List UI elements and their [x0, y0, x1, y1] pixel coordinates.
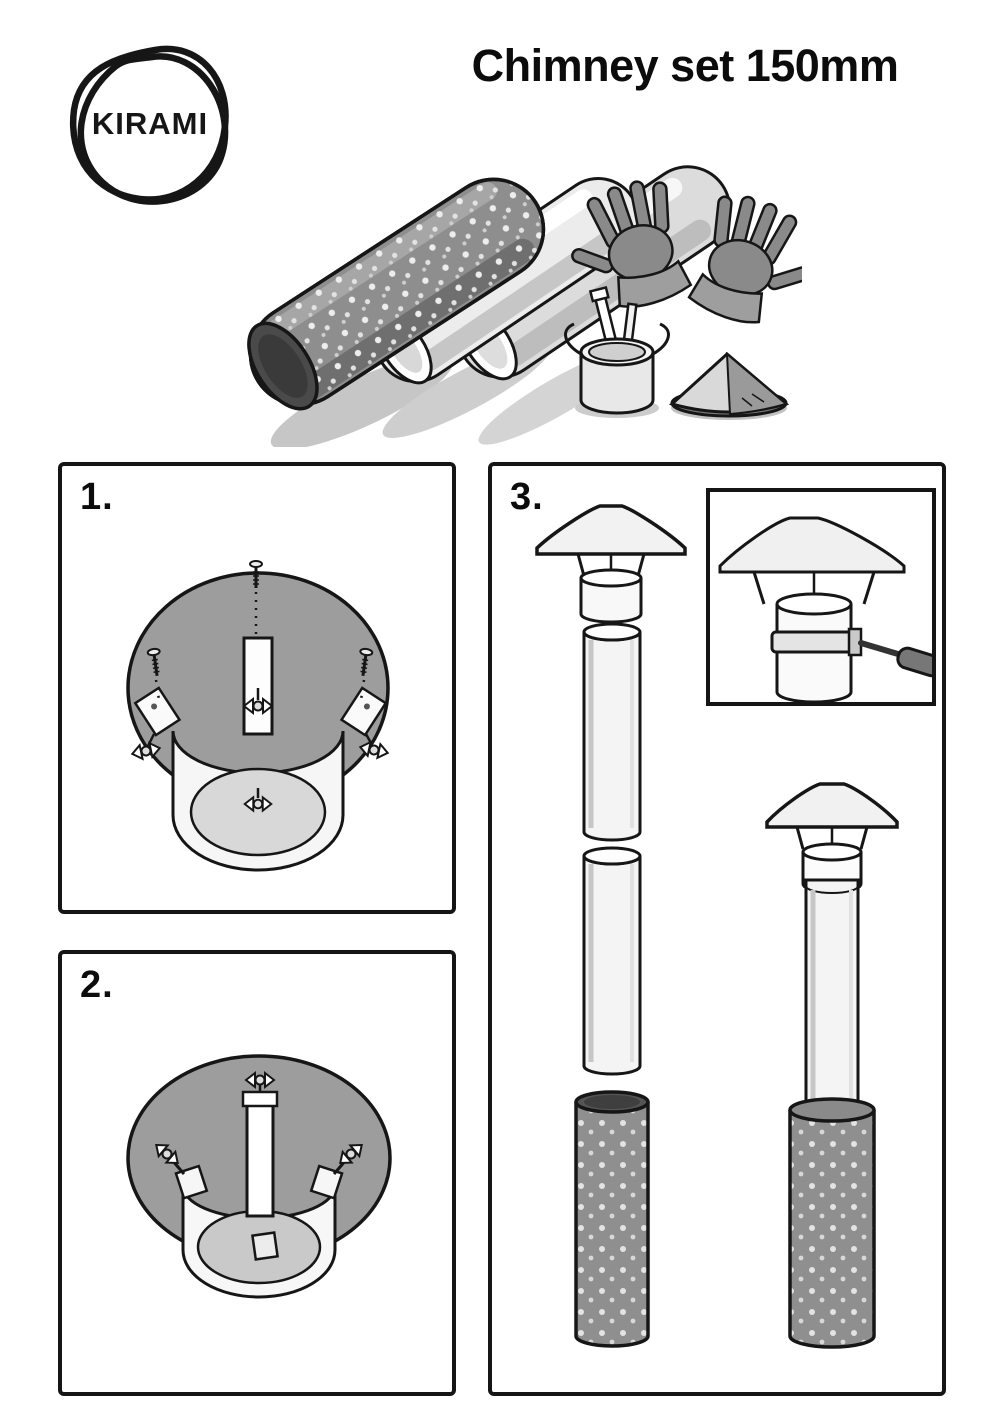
- mounted-collar-illustration: [181, 1185, 337, 1299]
- logo-text: KIRAMI: [91, 105, 209, 141]
- assembled-chimney-illustration: [765, 782, 899, 1349]
- step-1-illustration: [126, 559, 391, 872]
- step-1-label: 1.: [80, 476, 114, 518]
- step-3-label: 3.: [510, 476, 544, 518]
- perforated-pipe-illustration: [574, 1090, 650, 1348]
- pipe-section-illustration: [582, 846, 642, 1076]
- step-2-illustration: [126, 1054, 392, 1299]
- collar-parts-illustration: [564, 286, 670, 415]
- right-tab-illustration: [339, 646, 391, 761]
- page-title: Chimney set 150mm: [471, 40, 899, 91]
- step-2-panel: 2.: [58, 950, 456, 1396]
- kirami-logo: KIRAMI: [52, 28, 248, 224]
- clamp-tightening-inset: [706, 488, 936, 706]
- logo-knot-icon: [69, 45, 229, 205]
- step-2-label: 2.: [80, 964, 114, 1006]
- screwdriver-illustration: [858, 640, 932, 678]
- glove-right-illustration: [687, 195, 802, 324]
- parts-overview-illustration: [231, 160, 802, 447]
- step-3-illustration: [535, 488, 936, 1349]
- step-3-panel: 3.: [488, 462, 946, 1396]
- rain-cap-illustration: [535, 504, 687, 624]
- left-wing-screw-illustration: [150, 1138, 209, 1200]
- rain-cap-illustration: [668, 351, 790, 418]
- clamp-band: [770, 630, 858, 654]
- center-strap-illustration: [241, 1072, 279, 1218]
- glove-left-illustration: [571, 180, 693, 308]
- center-strap-illustration: [242, 559, 274, 736]
- inner-wing-nut-illustration: [243, 788, 273, 812]
- pipe-section-illustration: [582, 622, 642, 842]
- right-wing-screw-illustration: [309, 1138, 368, 1200]
- perforated-pipe-illustration: [231, 160, 563, 424]
- left-tab-illustration: [129, 646, 182, 762]
- step-1-panel: 1.: [58, 462, 456, 914]
